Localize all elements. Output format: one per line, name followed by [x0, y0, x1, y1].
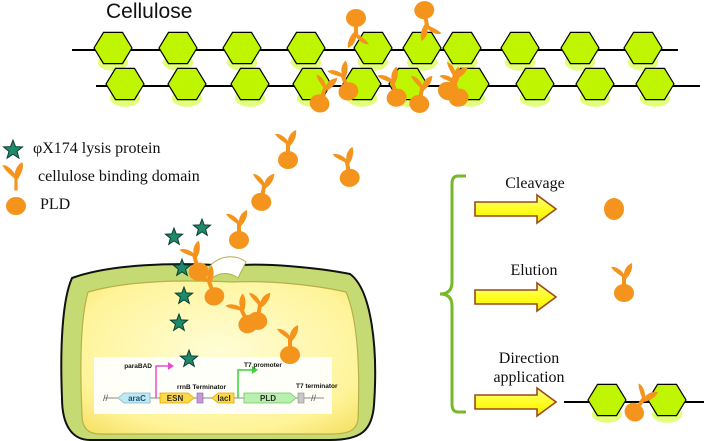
slash-left: //: [103, 393, 109, 403]
legend-label-cbd: cellulose binding domain: [38, 168, 200, 185]
legend-star-shape: [2, 138, 24, 160]
hexagon: [286, 31, 326, 71]
label-rrnB-terminator: rrnB Terminator: [177, 384, 226, 391]
step-label-direction-application: Direction application: [493, 350, 565, 386]
paraBAD-arrowhead: [168, 362, 174, 370]
label-t7-terminator: T7 terminator: [296, 383, 338, 390]
released-protein: [332, 146, 360, 187]
result-hexagon: [647, 383, 687, 423]
lacI-gene: [211, 392, 235, 404]
hexagon: [105, 67, 145, 107]
hexagon: [230, 67, 270, 107]
legend-icons: [2, 138, 26, 215]
paraBAD-promoter-icon: [155, 365, 168, 398]
ESN-gene: [159, 392, 195, 404]
cellulose-strands: [72, 31, 700, 107]
arrow-direction-application: [474, 386, 558, 418]
plasmid-box: [94, 357, 332, 414]
label-lacI: lacI: [217, 394, 230, 403]
slash-right: //: [311, 393, 317, 403]
hexagon-row-1: [93, 31, 663, 71]
hexagon: [93, 31, 133, 71]
hexagon: [167, 67, 207, 107]
hexagon: [560, 31, 600, 71]
label-PLD: PLD: [260, 394, 276, 403]
released-proteins: [179, 130, 360, 364]
bound-result-protein: [624, 383, 659, 422]
t7-promoter-icon: [237, 369, 252, 398]
hexagon: [402, 31, 442, 71]
lysis-star: [169, 312, 189, 332]
process-arrows: [474, 193, 558, 418]
released-protein: [193, 265, 225, 306]
bound-protein: [327, 60, 359, 101]
diagram-title: Cellulose: [106, 0, 193, 23]
arrow-elution: [474, 281, 558, 313]
hexagon: [158, 31, 198, 71]
t7-terminator-icon: [297, 392, 305, 404]
label-ESN: ESN: [167, 394, 184, 403]
lysis-pore: [209, 256, 247, 279]
hexagon: [222, 31, 262, 71]
elution-protein: [611, 263, 634, 302]
result-pld-only: [604, 198, 624, 220]
step-label-cleavage: Cleavage: [505, 175, 565, 192]
released-protein: [179, 240, 209, 281]
bound-protein: [414, 1, 442, 42]
hexagon: [635, 67, 675, 107]
label-t7-promoter: T7 promoter: [244, 362, 282, 369]
released-protein: [247, 292, 271, 330]
bound-protein: [409, 75, 433, 113]
plasmid-construct: // // paraBAD rrnB Terminator T7 promote…: [103, 362, 338, 404]
t7-promoter-arrowhead: [252, 366, 258, 374]
result-pld-cbd-fusion: [611, 263, 634, 302]
cbd-icon: [2, 162, 23, 191]
bound-proteins: [309, 1, 469, 113]
hexagon: [575, 67, 615, 107]
hexagon: [623, 31, 663, 71]
hexagon: [442, 31, 482, 71]
released-protein: [251, 173, 275, 211]
released-protein: [277, 325, 300, 364]
legend-label-pld: PLD: [40, 196, 71, 213]
released-protein: [275, 130, 298, 169]
result-hexagon: [587, 383, 627, 423]
hexagon: [515, 67, 555, 107]
bound-protein: [437, 62, 468, 101]
arrow-cleavage: [474, 193, 558, 225]
label-paraBAD: paraBAD: [124, 363, 152, 370]
bacterial-cell: [60, 256, 377, 441]
bound-protein: [309, 74, 338, 113]
araC-gene: [117, 392, 151, 404]
step-label-elution: Elution: [510, 262, 558, 279]
result-bound-to-cellulose: [564, 383, 704, 423]
process-brace: [439, 174, 466, 414]
label-araC: araC: [128, 394, 146, 403]
released-protein: [226, 210, 249, 249]
lysis-star: [174, 285, 194, 305]
lysis-star: [164, 226, 184, 246]
result-bound-protein: [624, 383, 659, 422]
hexagon-row-2: [105, 67, 675, 107]
rrnB-terminator-icon: [196, 392, 204, 404]
PLD-gene: [243, 392, 297, 404]
pld-ellipse-icon: [6, 197, 26, 215]
green-star-icon: [2, 138, 24, 160]
lysis-star: [172, 257, 192, 277]
bound-protein: [346, 9, 369, 48]
lysis-star: [192, 217, 212, 237]
lysis-star: [179, 348, 199, 368]
lysis-protein-stars: [164, 217, 212, 368]
hexagon: [500, 31, 540, 71]
bound-protein: [377, 66, 407, 107]
legend-label-lysis-protein: φX174 lysis protein: [33, 140, 161, 157]
